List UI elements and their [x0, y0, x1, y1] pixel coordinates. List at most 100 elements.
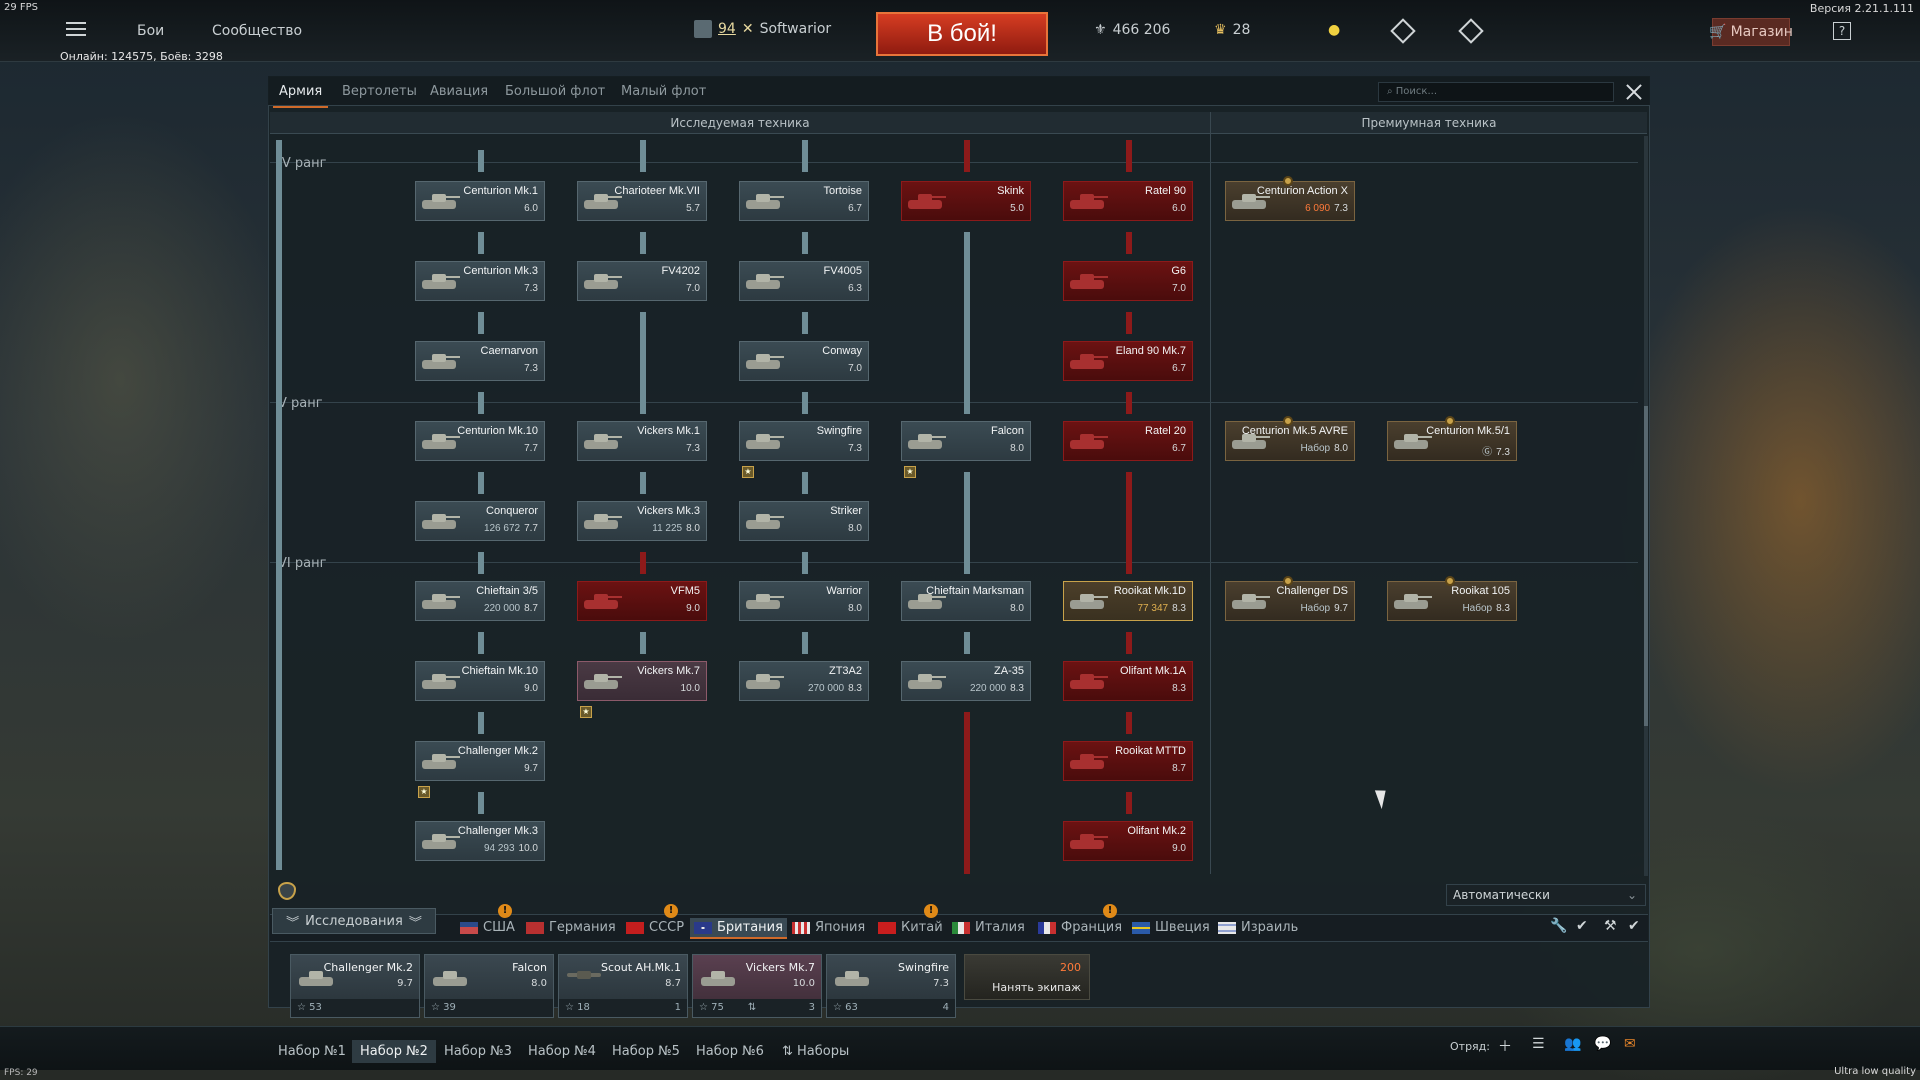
close-icon[interactable] [1626, 84, 1642, 100]
tank-icon [420, 590, 460, 614]
tab-bluewater-fleet[interactable]: Большой флот [505, 84, 606, 99]
nation-tab-israel[interactable]: Израиль [1218, 920, 1298, 935]
shop-button[interactable]: 🛒 Магазин [1709, 18, 1793, 46]
menu-icon[interactable] [66, 22, 86, 36]
battle-rating: 7.0 [848, 363, 862, 374]
add-icon[interactable]: ＋ [1498, 1039, 1512, 1055]
scrollbar-thumb[interactable] [1644, 406, 1648, 726]
lightbulb-icon[interactable]: ● [1328, 22, 1341, 38]
chat-icon[interactable]: 💬 [1594, 1036, 1612, 1052]
nation-tab-britain[interactable]: Британия [690, 918, 787, 939]
preset-tab-6[interactable]: Набор №6 [696, 1044, 764, 1059]
battle-rating: 6.7 [848, 203, 862, 214]
help-icon[interactable]: ? [1833, 22, 1851, 40]
golden-eagles[interactable]: ♛ 28 [1214, 22, 1250, 38]
checkmark-icon[interactable]: ✔ [1628, 918, 1640, 934]
search-input[interactable]: ⌕ Поиск... [1378, 82, 1614, 102]
preset-tab-5[interactable]: Набор №5 [612, 1044, 680, 1059]
preset-tab-3[interactable]: Набор №3 [444, 1044, 512, 1059]
tab-aviation[interactable]: Авиация [430, 84, 489, 99]
repair-all-icon[interactable]: ⚒ [1604, 918, 1617, 934]
nation-tab-germany[interactable]: Германия [526, 920, 616, 935]
checkmark-icon[interactable]: ✔ [1576, 918, 1588, 934]
mail-icon[interactable]: ✉ [1624, 1036, 1636, 1052]
search-placeholder: Поиск... [1395, 86, 1437, 97]
wrench-icon[interactable]: 🔧 [1550, 918, 1568, 934]
presets-button[interactable]: ⇅ Наборы [782, 1044, 850, 1059]
preset-tab-1[interactable]: Набор №1 [278, 1044, 346, 1059]
shield-icon[interactable] [278, 882, 296, 900]
vehicle-name: Ratel 20 [1145, 425, 1186, 437]
to-battle-button[interactable]: В бой! [876, 12, 1048, 56]
auto-select-dropdown[interactable]: Автоматически⌄ [1446, 884, 1646, 906]
preset-tab-4[interactable]: Набор №4 [528, 1044, 596, 1059]
contacts-icon[interactable]: 👥 [1564, 1036, 1582, 1052]
nation-tab-sweden[interactable]: Швеция [1132, 920, 1210, 935]
nation-tab-japan[interactable]: Япония [792, 920, 865, 935]
research-button[interactable]: ︾Исследования︾ [272, 908, 436, 934]
tab-army[interactable]: Армия [272, 84, 329, 108]
nation-tab-ussr[interactable]: СССР [626, 920, 684, 935]
list-icon[interactable]: ☰ [1532, 1036, 1545, 1052]
community-menu[interactable]: Сообщество [212, 23, 303, 39]
swap-icon[interactable]: ⇅ [747, 1002, 757, 1013]
nation-tab-china[interactable]: Китай [878, 920, 943, 935]
crew-battle-rating: 7.3 [933, 978, 949, 989]
scrollbar[interactable] [1644, 136, 1648, 876]
battles-menu[interactable]: Бои [137, 23, 165, 39]
preset-tab-2[interactable]: Набор №2 [352, 1040, 436, 1063]
nation-tab-usa[interactable]: США [460, 920, 515, 935]
nation-tab-france[interactable]: Франция [1038, 920, 1122, 935]
player-profile[interactable]: 94 ✕ Softwarior [694, 20, 831, 38]
tab-coastal-fleet[interactable]: Малый флот [621, 84, 707, 99]
silver-lions[interactable]: ⚜ 466 206 [1094, 22, 1170, 38]
tab-helicopters[interactable]: Вертолеты [342, 84, 417, 99]
nation-tab-italy[interactable]: Италия [952, 920, 1025, 935]
